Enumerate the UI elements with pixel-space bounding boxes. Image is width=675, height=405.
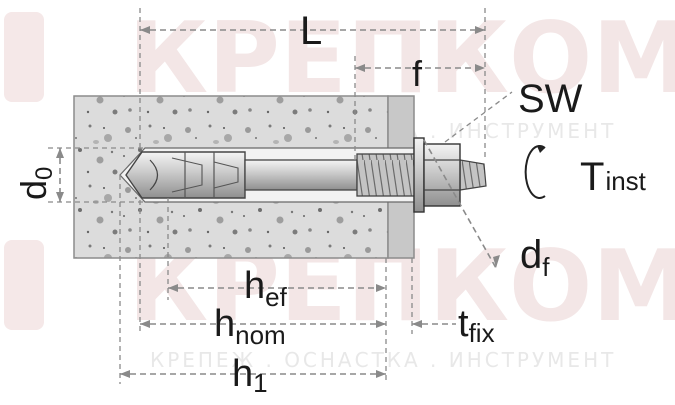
label-hef: hef (244, 265, 288, 312)
label-hnom: hnom (214, 303, 286, 350)
label-h1: h1 (232, 353, 268, 398)
label-f: f (412, 53, 423, 94)
svg-text:d0: d0 (13, 167, 58, 200)
watermark-tagline-bottom: КРЕПЕЖ . ОСНАСТКА . ИНСТРУМЕНТ (150, 348, 616, 372)
watermark-logo-top (4, 12, 44, 102)
torque-arrow-icon (524, 145, 546, 199)
label-tfix: tfix (458, 303, 495, 348)
label-T: Tinst (580, 155, 647, 199)
washer (413, 137, 425, 213)
label-d0: d0 (13, 167, 58, 200)
extension-lines (48, 8, 486, 384)
hex-nut (423, 143, 461, 207)
watermark-logo-bottom (4, 240, 44, 330)
label-L: L (300, 9, 322, 53)
watermark: КРЕПКОМ КРЕПКОМ КРЕПЕЖ . ОСНАСТКА . ИНСТ… (4, 2, 675, 372)
anchor-sleeve (125, 151, 246, 199)
dimension-lines (56, 26, 513, 378)
torque-arrowhead-icon (537, 146, 545, 153)
label-df: df (520, 233, 550, 282)
bolt-shank (244, 159, 358, 191)
bolt-tip (459, 159, 487, 191)
label-SW: SW (518, 77, 583, 121)
